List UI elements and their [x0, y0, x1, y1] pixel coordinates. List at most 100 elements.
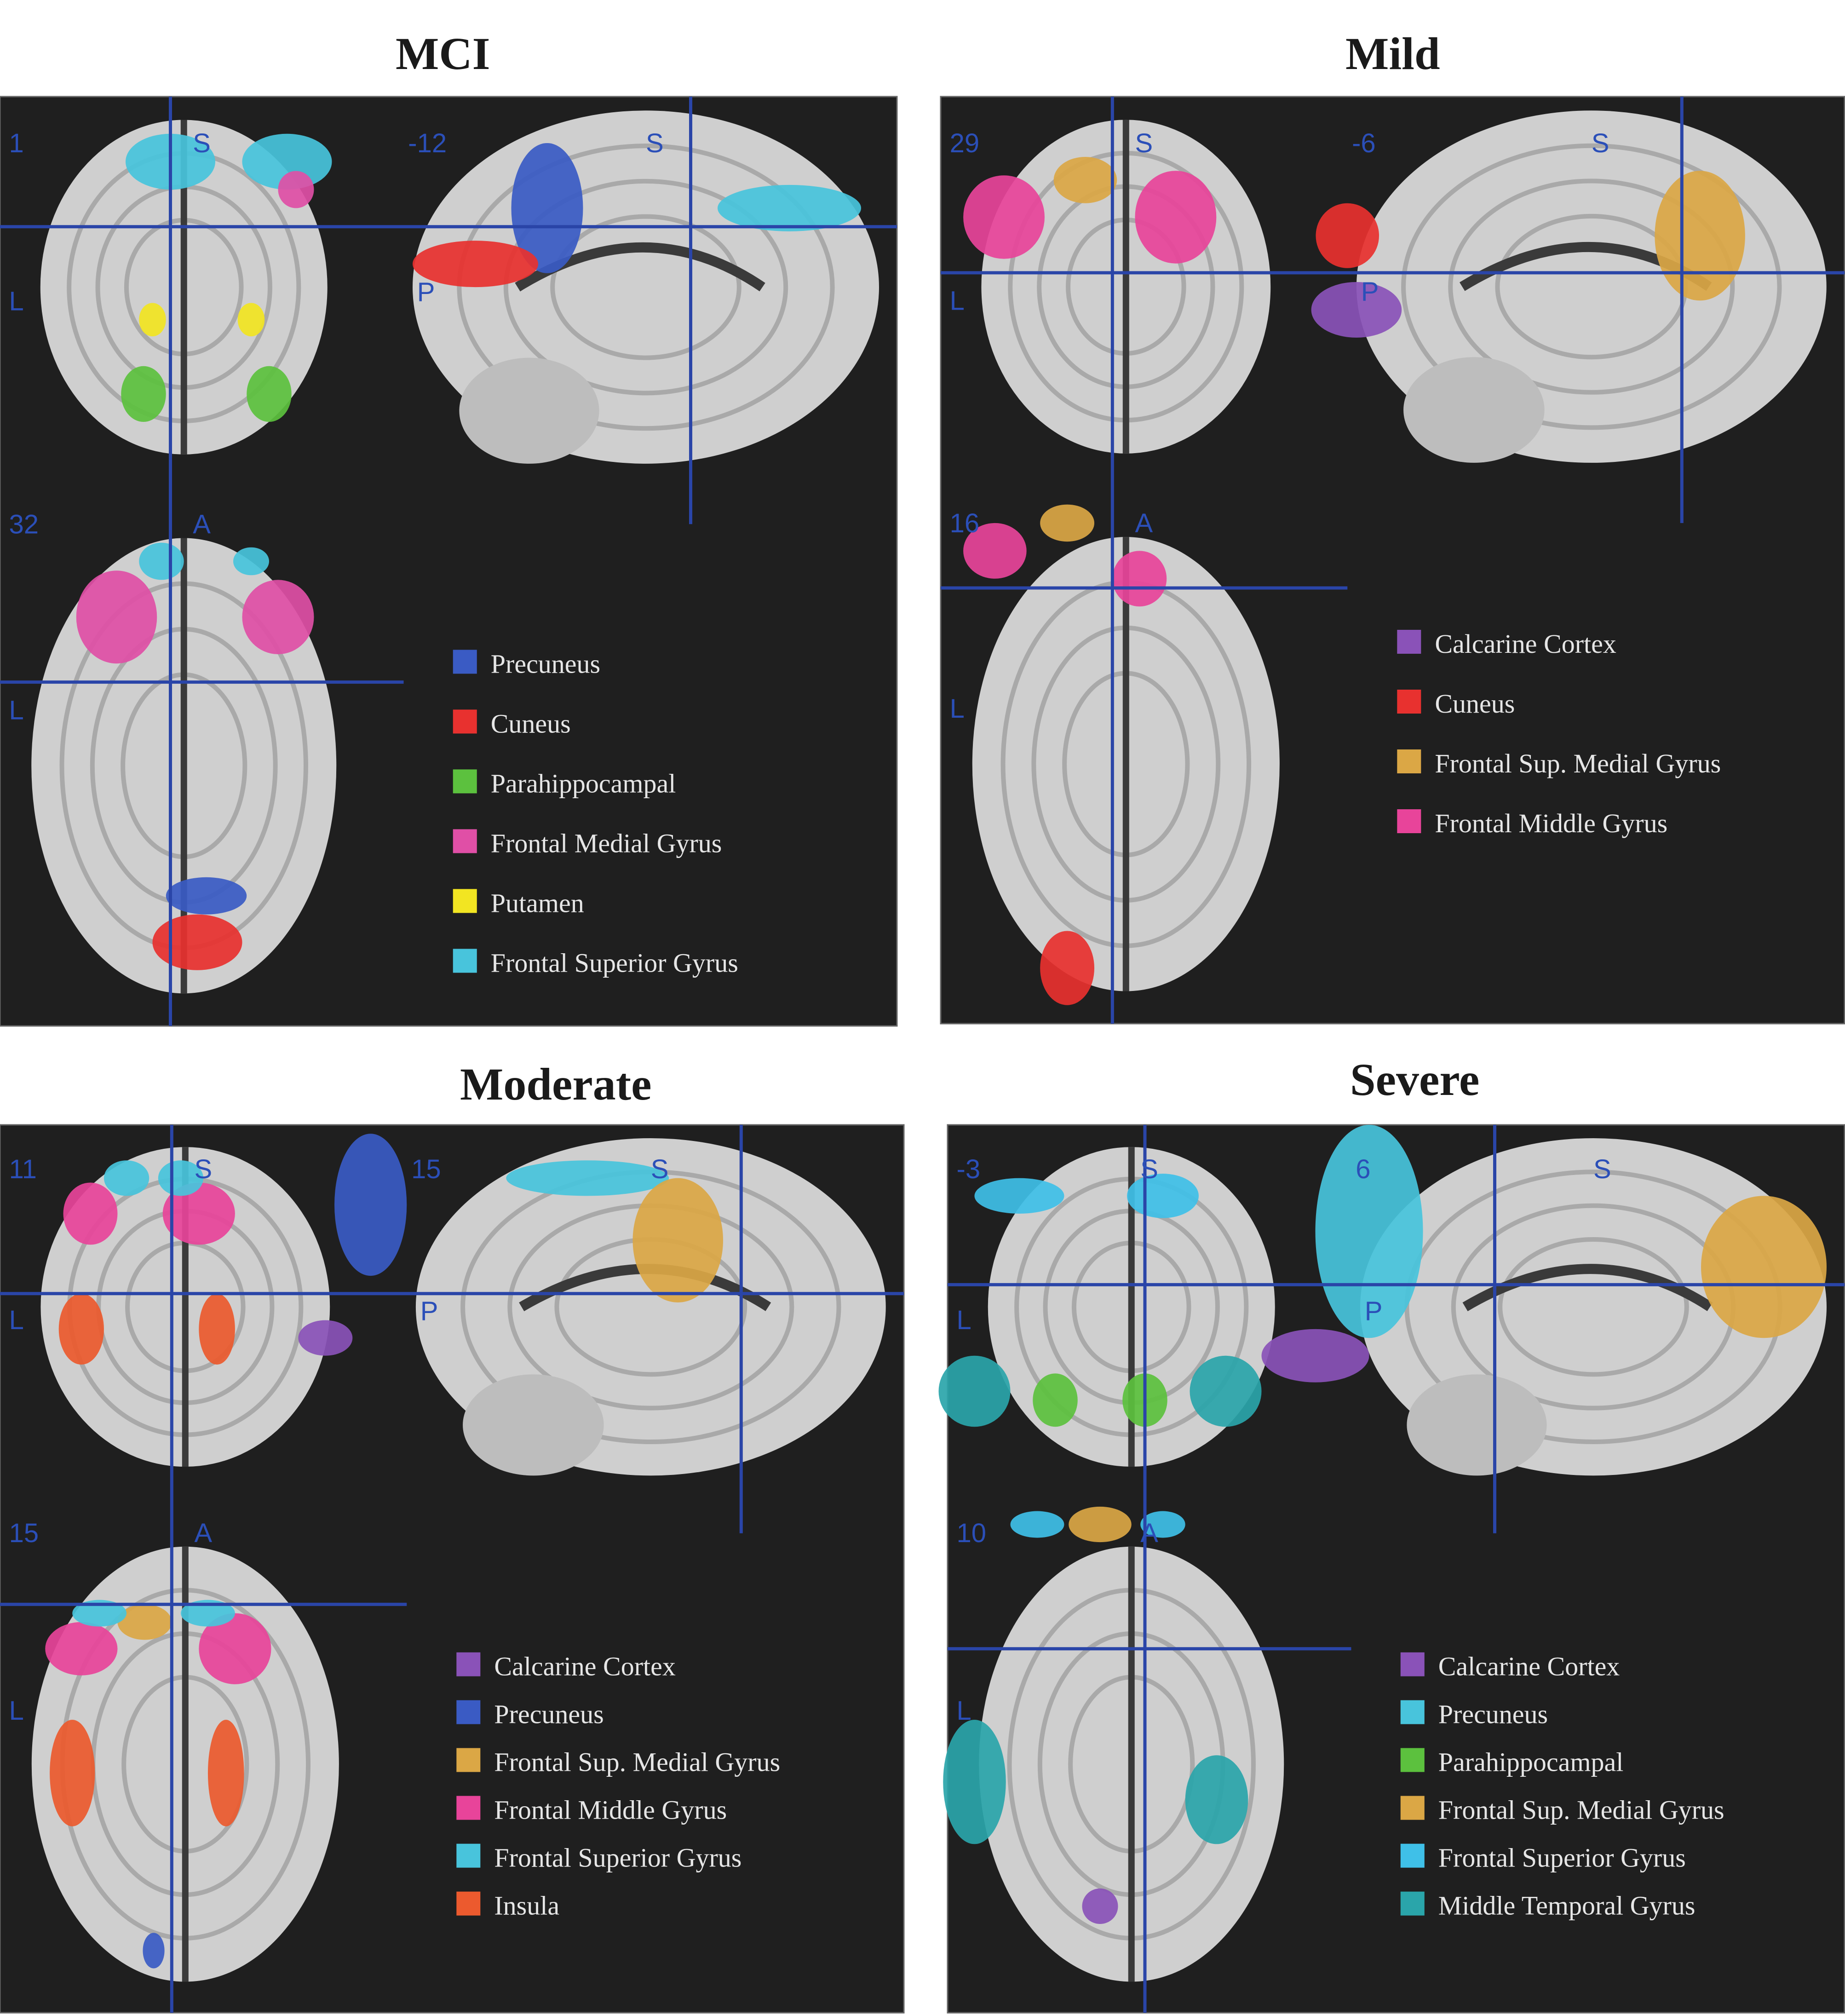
- legend-item: Frontal Sup. Medial Gyrus: [1400, 1795, 1724, 1825]
- sulcus-contour: [1401, 143, 1782, 430]
- region-frontal-superior-gyrus: [158, 1160, 204, 1196]
- region-insula: [50, 1720, 95, 1826]
- corpus-callosum: [1462, 1264, 1713, 1312]
- region-calcarine-cortex: [298, 1320, 353, 1356]
- axial-coordinate: 32: [9, 509, 39, 539]
- coronal-orientation-top: S: [193, 128, 211, 158]
- legend-label: Calcarine Cortex: [1435, 629, 1616, 659]
- region-calcarine-cortex: [1261, 1329, 1369, 1382]
- region-insula: [207, 1720, 244, 1826]
- legend-swatch: [453, 650, 477, 674]
- sagittal-orientation-top: S: [646, 128, 664, 158]
- cerebellum: [1403, 357, 1545, 463]
- axial-orientation-left: L: [950, 694, 965, 724]
- region-precuneus: [511, 143, 583, 273]
- region-frontal-medial-gyrus: [278, 171, 314, 208]
- cerebellum: [459, 357, 599, 464]
- legend-item: Calcarine Cortex: [1397, 629, 1616, 659]
- panel-title: Mild: [1345, 28, 1440, 79]
- legend-label: Precuneus: [1438, 1699, 1548, 1729]
- legend-item: Putamen: [453, 888, 584, 918]
- legend-swatch: [453, 949, 477, 973]
- region-insula: [199, 1293, 235, 1365]
- legend-swatch: [453, 829, 477, 853]
- sagittal-coordinate: -12: [408, 128, 447, 158]
- legend-swatch: [1400, 1652, 1425, 1676]
- region-frontal-medial-gyrus: [242, 580, 314, 654]
- cerebellum: [463, 1374, 604, 1476]
- legend-label: Calcarine Cortex: [1438, 1652, 1620, 1682]
- legend-label: Precuneus: [494, 1699, 604, 1729]
- sagittal-coordinate: 15: [411, 1154, 441, 1184]
- legend-item: Precuneus: [1400, 1699, 1548, 1729]
- brain-slices: [972, 110, 1827, 991]
- legend-label: Frontal Superior Gyrus: [491, 948, 738, 978]
- legend-label: Cuneus: [1435, 689, 1515, 719]
- legend-item: Frontal Superior Gyrus: [453, 948, 738, 978]
- region-frontal-middle-gyrus: [1135, 171, 1217, 264]
- region-precuneus: [143, 1933, 165, 1969]
- legend-item: Precuneus: [453, 649, 600, 679]
- sagittal-orientation-top: S: [1593, 1154, 1611, 1184]
- legend-item: Cuneus: [453, 708, 571, 738]
- legend-item: Frontal Superior Gyrus: [456, 1843, 741, 1873]
- axial-orientation-left: L: [9, 695, 24, 725]
- coronal-coordinate: -3: [957, 1154, 981, 1184]
- region-putamen: [139, 303, 166, 337]
- legend-swatch: [1400, 1748, 1425, 1772]
- legend-item: Precuneus: [456, 1699, 604, 1729]
- legend-item: Frontal Middle Gyrus: [1397, 808, 1667, 838]
- coronal-coordinate: 1: [9, 128, 24, 158]
- legend-label: Precuneus: [491, 649, 600, 679]
- region-frontal-middle-gyrus: [63, 1182, 118, 1245]
- coronal-coordinate: 29: [950, 128, 980, 158]
- region-calcarine-cortex: [1311, 282, 1402, 338]
- sagittal-orientation-left: P: [417, 277, 435, 307]
- region-middle-temporal-gyrus: [943, 1720, 1006, 1844]
- legend-swatch: [1397, 690, 1421, 714]
- region-frontal-sup-medial-gyrus: [1053, 156, 1117, 203]
- coronal-orientation-left: L: [9, 287, 24, 317]
- highlighted-regions: [76, 133, 861, 970]
- legend-swatch: [456, 1748, 481, 1772]
- legend-label: Frontal Medial Gyrus: [491, 828, 722, 858]
- sagittal-coordinate: 6: [1356, 1154, 1370, 1184]
- highlighted-regions: [963, 156, 1745, 1005]
- legend-item: Frontal Middle Gyrus: [456, 1795, 727, 1825]
- legend-label: Calcarine Cortex: [494, 1652, 676, 1682]
- legend-item: Frontal Sup. Medial Gyrus: [456, 1747, 780, 1777]
- region-parahippocampal: [247, 366, 292, 422]
- legend-label: Frontal Sup. Medial Gyrus: [1435, 749, 1721, 778]
- region-cuneus: [152, 914, 242, 970]
- region-frontal-superior-gyrus: [103, 1160, 149, 1196]
- legend-item: Cuneus: [1397, 689, 1515, 719]
- legend-item: Calcarine Cortex: [1400, 1652, 1620, 1682]
- axial-orientation-top: A: [1140, 1518, 1158, 1548]
- region-frontal-sup-medial-gyrus: [1701, 1196, 1827, 1338]
- legend-label: Parahippocampal: [1438, 1747, 1624, 1777]
- legend-item: Parahippocampal: [1400, 1747, 1624, 1777]
- legend-swatch: [1400, 1700, 1425, 1724]
- crosshairs: [0, 1125, 904, 2013]
- legend-label: Frontal Superior Gyrus: [1438, 1843, 1686, 1873]
- region-frontal-superior-gyrus: [1010, 1511, 1064, 1538]
- axial-orientation-top: A: [193, 509, 211, 539]
- region-frontal-superior-gyrus: [72, 1600, 127, 1627]
- legend-swatch: [1400, 1796, 1425, 1820]
- coronal-coordinate: 11: [9, 1154, 37, 1184]
- legend-label: Putamen: [491, 888, 584, 918]
- axial-coordinate: 10: [957, 1518, 987, 1548]
- legend-swatch: [456, 1700, 481, 1724]
- region-cuneus: [1040, 931, 1095, 1005]
- region-putamen: [237, 303, 265, 337]
- region-frontal-middle-gyrus: [1112, 551, 1167, 607]
- region-insula: [58, 1293, 104, 1365]
- sagittal-orientation-left: P: [1365, 1296, 1383, 1326]
- region-frontal-middle-gyrus: [45, 1622, 118, 1676]
- highlighted-regions: [45, 1134, 723, 1969]
- legend-label: Frontal Sup. Medial Gyrus: [1438, 1795, 1724, 1825]
